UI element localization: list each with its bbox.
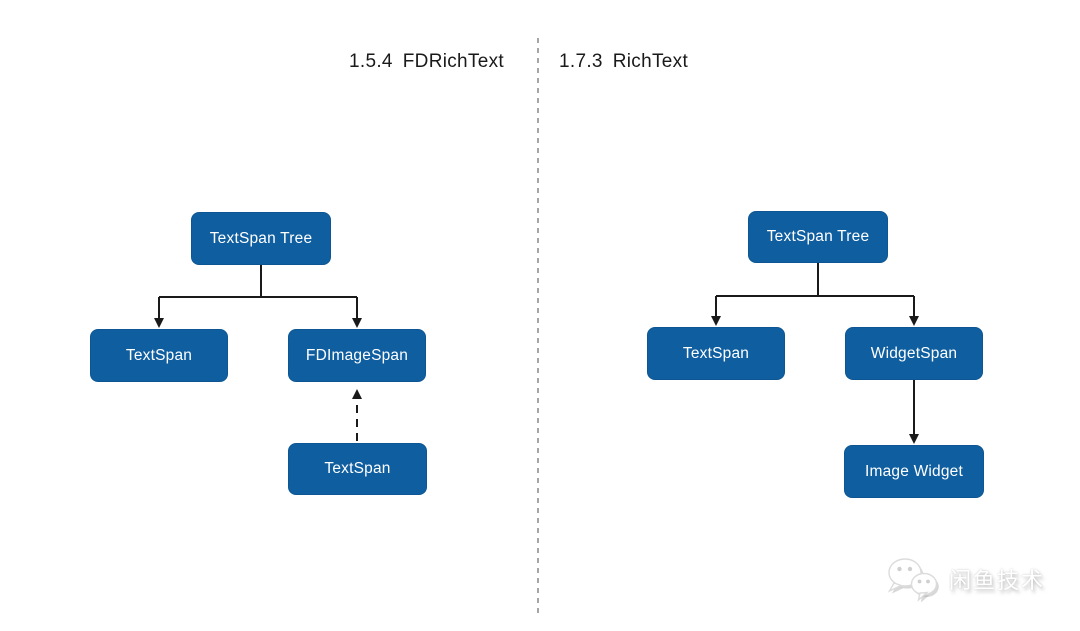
node-right-widgetspan: WidgetSpan [845,327,983,380]
node-right-image-widget: Image Widget [844,445,984,498]
watermark-text: 闲鱼技术 [949,568,1046,593]
left-branch-line [159,265,357,298]
right-title-version: 1.7.3 [559,51,603,72]
node-right-textspan: TextSpan [647,327,785,380]
node-right-textspan-tree: TextSpan Tree [748,211,888,263]
node-left-fdimagespan: FDImageSpan [288,329,426,382]
left-title-name: FDRichText [402,51,504,72]
left-title-version: 1.5.4 [349,51,393,72]
node-left-textspan: TextSpan [90,329,228,382]
chat-bubbles-icon [887,558,939,602]
node-left-textspan-child: TextSpan [288,443,427,495]
right-branch-line [716,263,914,297]
node-left-textspan-tree: TextSpan Tree [191,212,331,265]
right-title-name: RichText [612,51,689,72]
right-panel-title: 1.7.3 RichText [559,51,688,73]
watermark: 闲鱼技术 [884,556,1045,602]
left-panel-title: 1.5.4 FDRichText [349,51,504,73]
